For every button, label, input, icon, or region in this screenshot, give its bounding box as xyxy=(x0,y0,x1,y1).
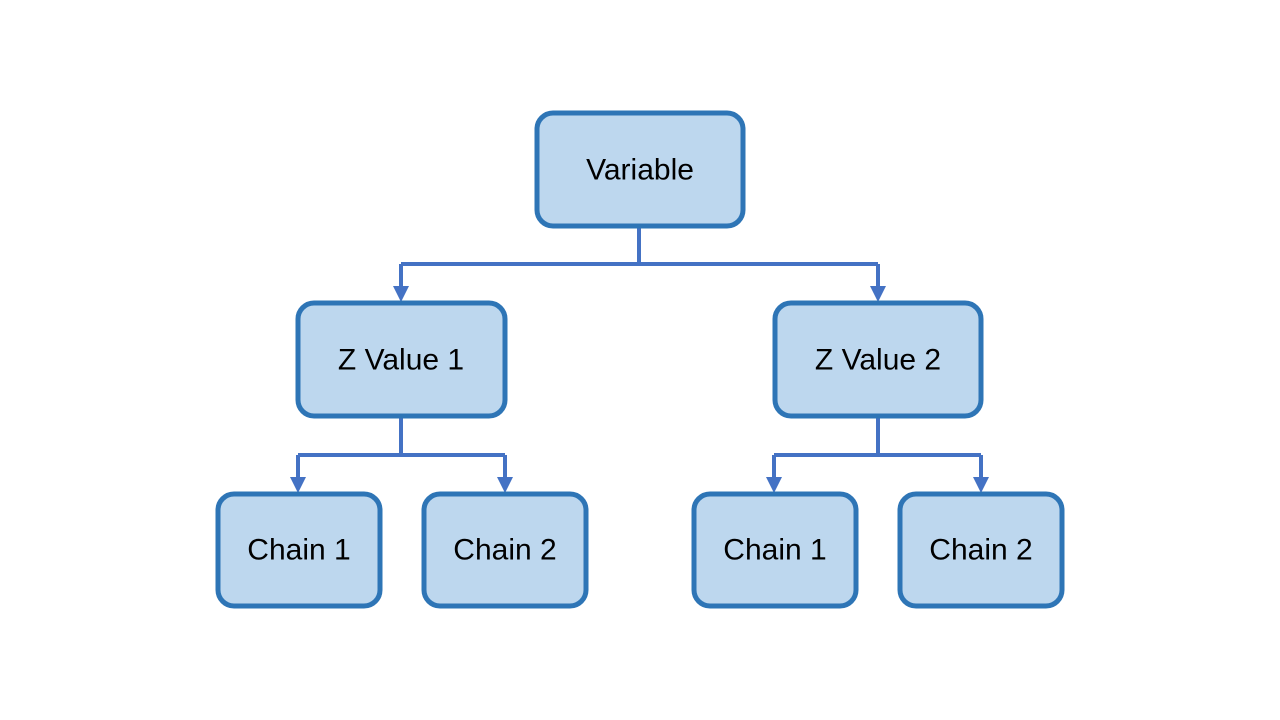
arrowhead-z2-chain2 xyxy=(973,477,989,493)
node-z1-chain-2: Chain 2 xyxy=(421,491,589,609)
node-variable-box xyxy=(534,110,746,229)
connectors-z1 xyxy=(290,418,513,493)
node-z-value-1: Z Value 1 xyxy=(295,300,508,419)
node-z-value-2-box xyxy=(772,300,984,419)
node-z1-chain-1: Chain 1 xyxy=(215,491,383,609)
arrowhead-z1-chain2 xyxy=(497,477,513,493)
node-z1-chain-1-label: Chain 1 xyxy=(247,534,350,567)
arrowhead-to-z1 xyxy=(393,286,409,302)
arrowhead-z1-chain1 xyxy=(290,477,306,493)
node-variable-label: Variable xyxy=(586,154,694,187)
node-z2-chain-1-box xyxy=(691,491,859,609)
node-z-value-1-label: Z Value 1 xyxy=(338,344,464,377)
node-z2-chain-2-box xyxy=(897,491,1065,609)
node-z2-chain-1-label: Chain 1 xyxy=(723,534,826,567)
node-z1-chain-2-label: Chain 2 xyxy=(453,534,556,567)
node-z2-chain-1: Chain 1 xyxy=(691,491,859,609)
node-z2-chain-2: Chain 2 xyxy=(897,491,1065,609)
connectors-z2 xyxy=(766,418,989,493)
arrowhead-z2-chain1 xyxy=(766,477,782,493)
node-variable: Variable xyxy=(534,110,746,229)
node-z-value-2-label: Z Value 2 xyxy=(815,344,941,377)
arrowhead-to-z2 xyxy=(870,286,886,302)
node-z-value-1-box xyxy=(295,300,508,419)
connectors-root xyxy=(393,226,886,302)
node-z-value-2: Z Value 2 xyxy=(772,300,984,419)
node-z1-chain-1-box xyxy=(215,491,383,609)
node-z2-chain-2-label: Chain 2 xyxy=(929,534,1032,567)
node-z1-chain-2-box xyxy=(421,491,589,609)
